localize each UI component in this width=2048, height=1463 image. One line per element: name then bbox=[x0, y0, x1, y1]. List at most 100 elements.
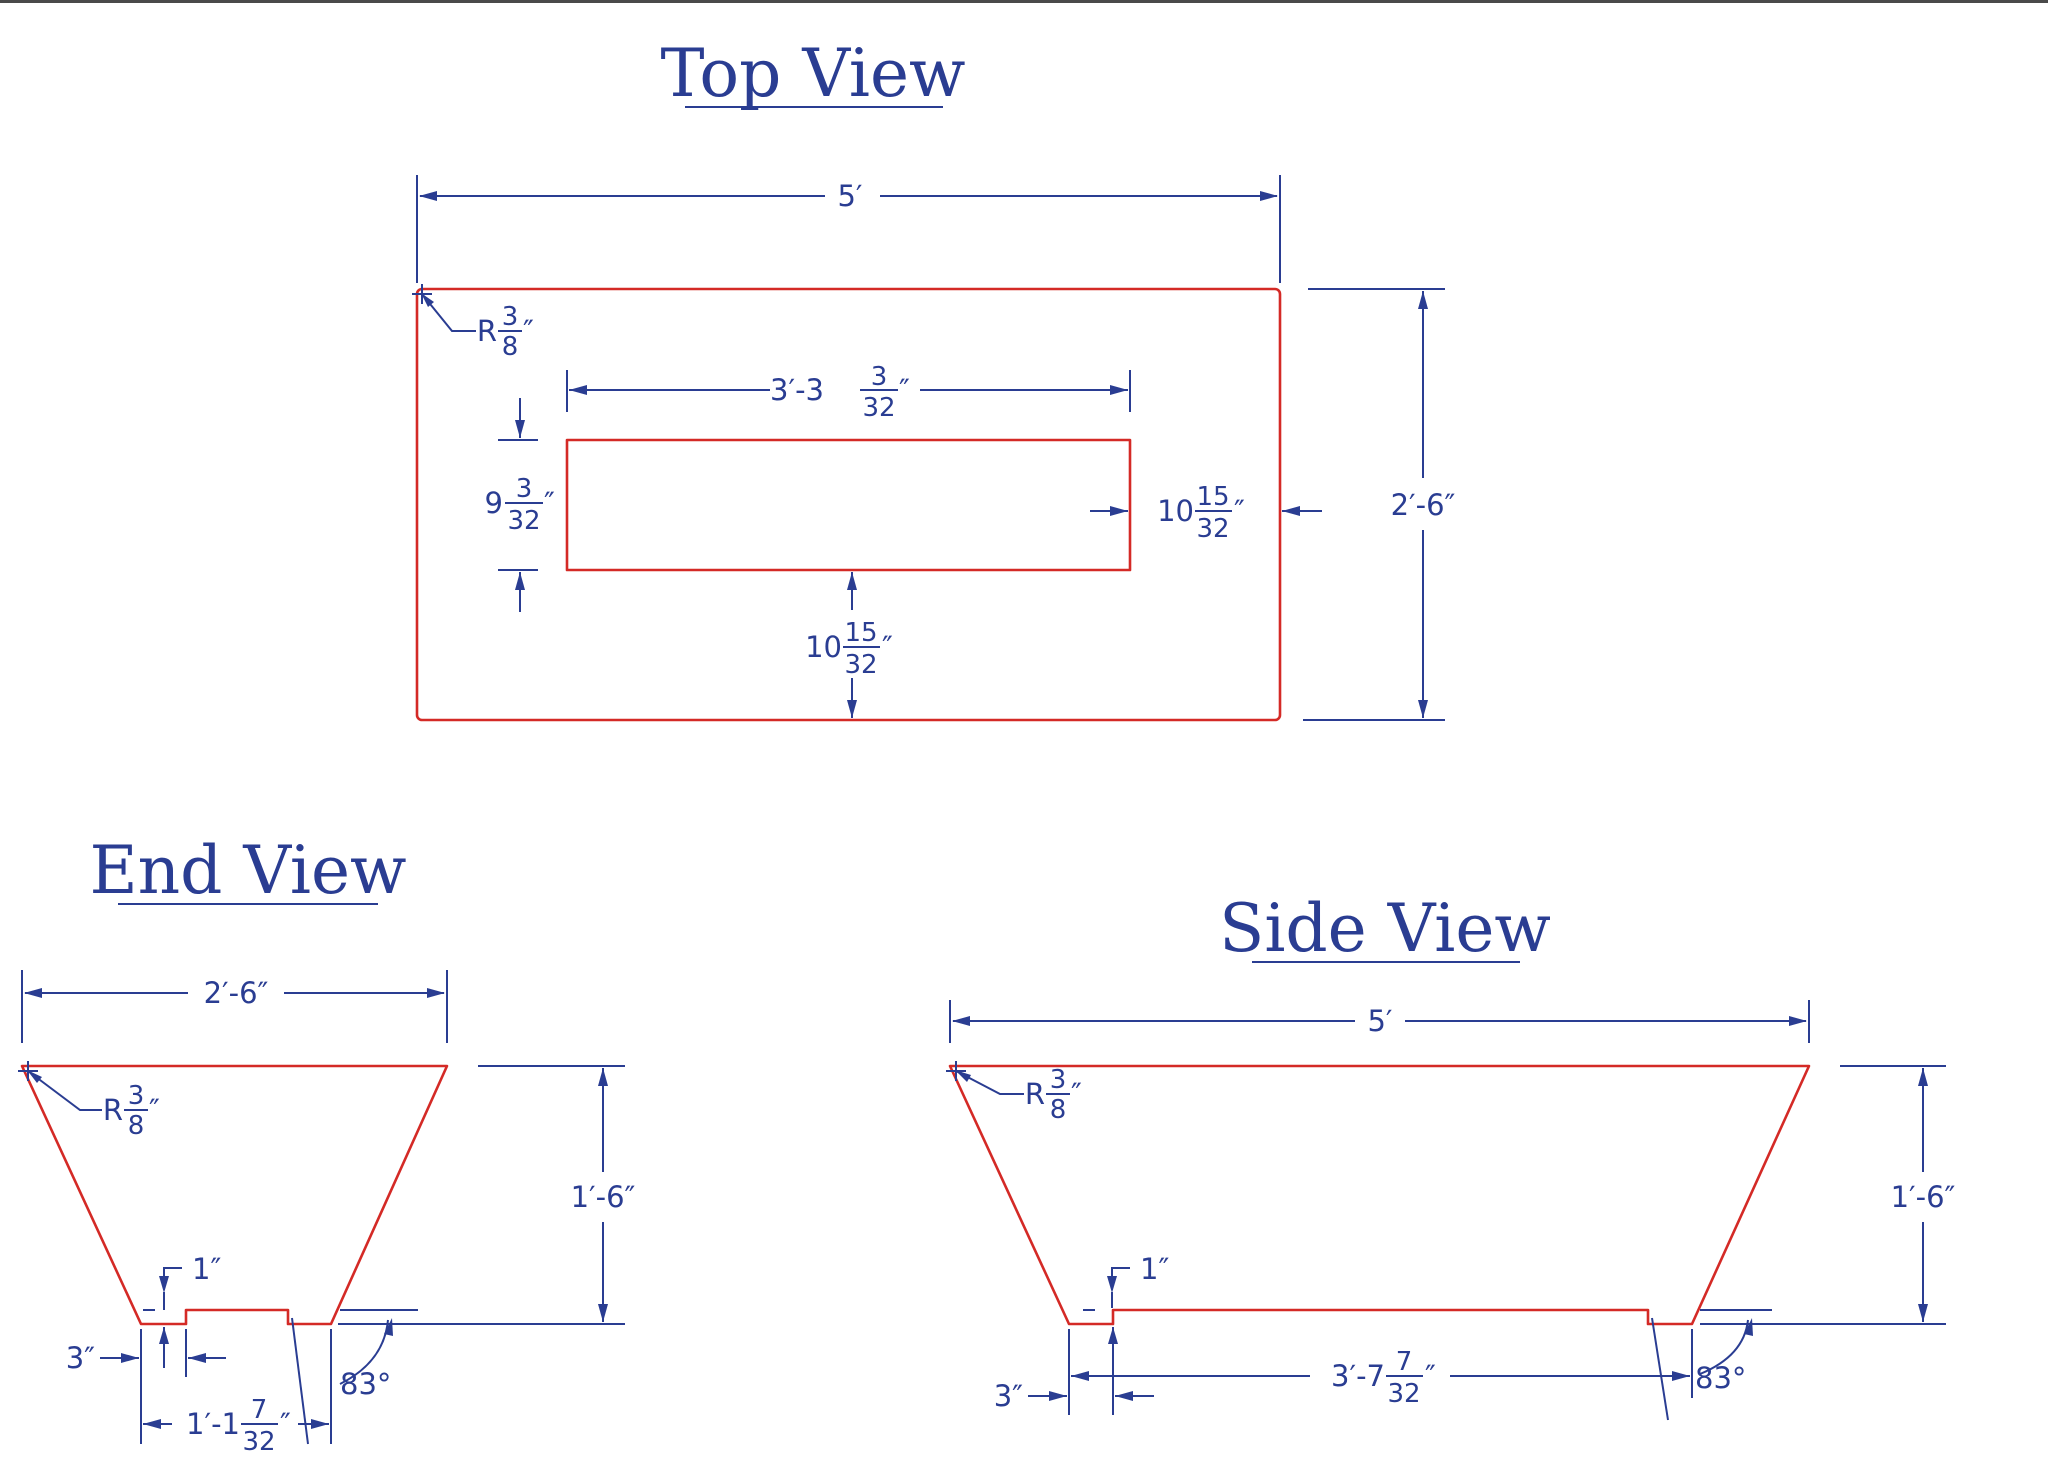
end-margin-label: 10 15 32 ″ bbox=[1157, 482, 1245, 544]
opening-length-numerator: 3 bbox=[871, 362, 888, 392]
opening-length-unit: ″ bbox=[899, 373, 910, 407]
side-margin-whole: 10 bbox=[805, 630, 842, 664]
top-radius-prefix: R bbox=[477, 314, 497, 348]
side-radius-label: R 3 8 ″ bbox=[1025, 1065, 1082, 1125]
top-radius-leader bbox=[421, 293, 476, 332]
top-radius-denominator: 8 bbox=[502, 332, 519, 362]
end-margin-arrow-right bbox=[1282, 506, 1300, 516]
end-angle-label: 83° bbox=[340, 1367, 391, 1401]
end-width-label: 2′-6″ bbox=[204, 976, 269, 1010]
end-notch-width-arrow-right bbox=[188, 1353, 206, 1363]
side-length-arrow-left bbox=[952, 1016, 970, 1026]
side-margin-unit: ″ bbox=[882, 630, 893, 664]
top-radius-arrow bbox=[421, 293, 434, 307]
end-height-arrow-top bbox=[598, 1068, 608, 1086]
top-depth-arrow-top bbox=[1418, 291, 1428, 309]
end-base-arrow-right bbox=[311, 1419, 329, 1429]
end-base-unit: ″ bbox=[280, 1407, 291, 1441]
top-width-label: 5′ bbox=[837, 179, 862, 213]
opening-length-denominator: 32 bbox=[862, 393, 895, 423]
end-notch-height-arrow bbox=[159, 1276, 169, 1293]
side-base-numerator: 7 bbox=[1396, 1347, 1413, 1377]
end-notch-height-label: 1″ bbox=[192, 1252, 221, 1286]
end-angle-arrow bbox=[384, 1318, 393, 1336]
end-base-whole: 1′-1 bbox=[186, 1407, 240, 1441]
side-base-label: 3′-7 7 32 ″ bbox=[1331, 1347, 1436, 1409]
end-radius-numerator: 3 bbox=[128, 1081, 145, 1111]
top-radius-numerator: 3 bbox=[502, 302, 519, 332]
side-notch-width-arrow-right bbox=[1115, 1391, 1133, 1401]
end-notch-width-arrow-left bbox=[121, 1353, 139, 1363]
side-angle-arc bbox=[1699, 1319, 1749, 1375]
side-view-title: Side View bbox=[1219, 890, 1551, 967]
end-base-arrow-left bbox=[143, 1419, 161, 1429]
top-depth-arrow-bottom bbox=[1418, 700, 1428, 718]
side-base-unit: ″ bbox=[1425, 1359, 1436, 1393]
end-radius-denominator: 8 bbox=[128, 1111, 145, 1141]
side-radius-unit: ″ bbox=[1071, 1077, 1082, 1111]
side-radius-denominator: 8 bbox=[1050, 1095, 1067, 1125]
opening-width-arrow-top bbox=[515, 420, 525, 438]
end-radius-leader bbox=[27, 1070, 102, 1111]
opening-width-whole: 9 bbox=[485, 486, 503, 520]
end-margin-whole: 10 bbox=[1157, 494, 1194, 528]
side-notch-height-label: 1″ bbox=[1140, 1252, 1169, 1286]
side-margin-label: 10 15 32 ″ bbox=[805, 618, 893, 680]
opening-width-arrow-bottom bbox=[515, 572, 525, 590]
top-view-title: Top View bbox=[660, 35, 965, 112]
end-width-arrow-right bbox=[427, 988, 445, 998]
side-length-label: 5′ bbox=[1367, 1004, 1392, 1038]
side-notch-width-label: 3″ bbox=[994, 1379, 1023, 1413]
end-margin-denominator: 32 bbox=[1196, 514, 1229, 544]
side-notch-width-arrow-left bbox=[1049, 1391, 1067, 1401]
end-width-arrow-left bbox=[24, 988, 42, 998]
side-height-arrow-top bbox=[1918, 1068, 1928, 1086]
end-notch-height-arrow-bottom bbox=[159, 1327, 169, 1344]
opening-width-numerator: 3 bbox=[516, 474, 533, 504]
end-radius-prefix: R bbox=[103, 1093, 123, 1127]
end-view: End View 2′-6″ 1′-6″ 1″ 3″ bbox=[18, 832, 636, 1457]
side-radius-leader bbox=[955, 1070, 1024, 1095]
side-base-arrow-right bbox=[1672, 1371, 1690, 1381]
end-base-denominator: 32 bbox=[242, 1427, 275, 1457]
side-angle-extension bbox=[1651, 1317, 1669, 1421]
opening-width-unit: ″ bbox=[544, 486, 555, 520]
opening-width-label: 9 3 32 ″ bbox=[485, 474, 555, 536]
side-radius-prefix: R bbox=[1025, 1077, 1045, 1111]
opening-length-whole: 3′-3 bbox=[770, 373, 824, 407]
end-base-label: 1′-1 7 32 ″ bbox=[186, 1395, 291, 1457]
end-margin-numerator: 15 bbox=[1196, 482, 1229, 512]
top-view: Top View 5′ 2′-6″ 3′-3 3 32 bbox=[412, 35, 1456, 722]
end-angle-extension bbox=[291, 1317, 309, 1445]
side-height-label: 1′-6″ bbox=[1891, 1180, 1956, 1214]
opening-length-arrow-left bbox=[569, 385, 587, 395]
top-radius-label: R 3 8 ″ bbox=[477, 302, 534, 362]
end-height-arrow-bottom bbox=[598, 1304, 608, 1322]
end-angle-arc-top bbox=[339, 1319, 389, 1385]
end-radius-label: R 3 8 ″ bbox=[103, 1081, 160, 1141]
top-width-arrow-right bbox=[1260, 191, 1278, 201]
side-margin-denominator: 32 bbox=[844, 650, 877, 680]
side-radius-numerator: 3 bbox=[1050, 1065, 1067, 1095]
top-view-outer-outline bbox=[415, 287, 1282, 722]
end-radius-unit: ″ bbox=[149, 1093, 160, 1127]
opening-width-denominator: 32 bbox=[507, 506, 540, 536]
side-base-arrow-left bbox=[1071, 1371, 1089, 1381]
top-width-arrow-left bbox=[419, 191, 437, 201]
top-view-opening-outline bbox=[565, 438, 1132, 572]
side-margin-numerator: 15 bbox=[844, 618, 877, 648]
side-margin-arrow-bottom bbox=[847, 700, 857, 718]
end-margin-arrow-left bbox=[1110, 506, 1128, 516]
side-angle-label: 83° bbox=[1695, 1361, 1746, 1395]
side-angle-arrow bbox=[1744, 1318, 1753, 1336]
side-margin-arrow-top bbox=[847, 572, 857, 590]
end-view-title: End View bbox=[89, 832, 406, 909]
end-notch-width-label: 3″ bbox=[66, 1341, 95, 1375]
side-base-whole: 3′-7 bbox=[1331, 1359, 1385, 1393]
end-margin-unit: ″ bbox=[1234, 494, 1245, 528]
side-length-arrow-right bbox=[1789, 1016, 1807, 1026]
opening-length-label: 3′-3 3 32 ″ bbox=[770, 362, 910, 423]
side-notch-height-arrow-bottom bbox=[1108, 1327, 1118, 1344]
opening-length-arrow-right bbox=[1110, 385, 1128, 395]
